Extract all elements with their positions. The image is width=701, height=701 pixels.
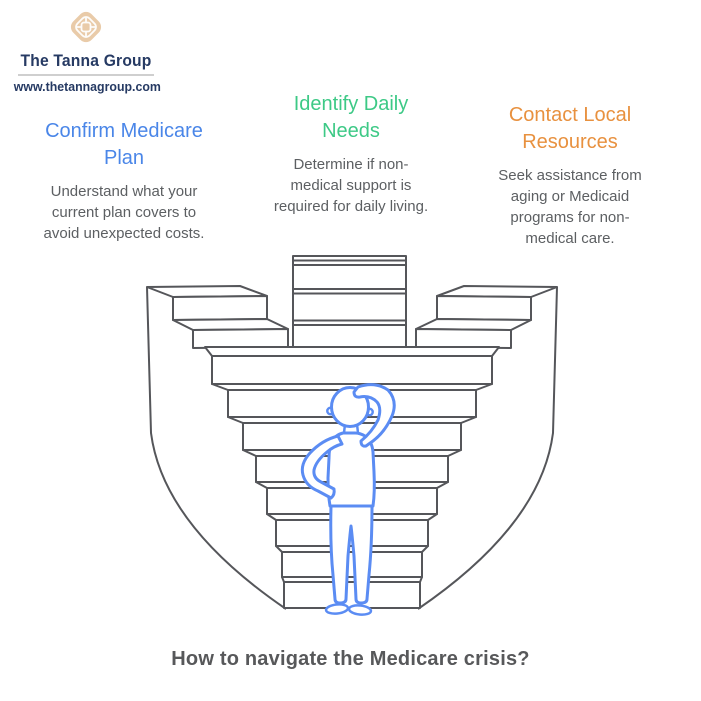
description-line: required for daily living. [273,198,429,215]
step-description: Understand what your current plan covers… [18,181,230,244]
knot-emblem-icon [70,11,102,43]
person-left-foot [324,603,350,615]
step-title: Identify Daily Needs [293,93,409,142]
description-line: avoid unexpected costs. [43,225,205,242]
person-right-arm [352,383,396,448]
side-step-blocks [146,285,558,349]
step-description: Seek assistance from aging or Medicaid p… [464,165,676,249]
brand-logo: The Tanna Group www.thetannagroup.com [10,4,162,94]
description-line: Understand what your [50,183,198,200]
person-legs [329,504,374,605]
step-description: Determine if non- medical support is req… [245,154,457,217]
description-line: Determine if non- [293,156,409,173]
stacked-blocks-tower [292,255,407,348]
description-line: medical care. [525,230,615,247]
step-column-local-resources: Contact Local Resources Seek assistance … [464,102,676,249]
person-left-arm [300,434,344,500]
description-line: aging or Medicaid [510,188,630,205]
description-line: programs for non- [510,209,630,226]
step-title: Confirm Medicare Plan [45,120,203,169]
brand-website: www.thetannagroup.com [13,79,161,94]
description-line: Seek assistance from [498,167,642,184]
brand-name: The Tanna Group [20,51,152,70]
description-line: current plan covers to [51,204,197,221]
person-right-foot [347,604,373,616]
description-line: medical support is [290,177,412,194]
step-column-confirm-plan: Confirm Medicare Plan Understand what yo… [18,118,230,244]
step-column-daily-needs: Identify Daily Needs Determine if non- m… [245,91,457,217]
confused-person-figure [300,383,396,616]
main-question-caption: How to navigate the Medicare crisis? [171,648,530,670]
logo-divider [18,74,154,76]
step-title: Contact Local Resources [508,104,632,153]
